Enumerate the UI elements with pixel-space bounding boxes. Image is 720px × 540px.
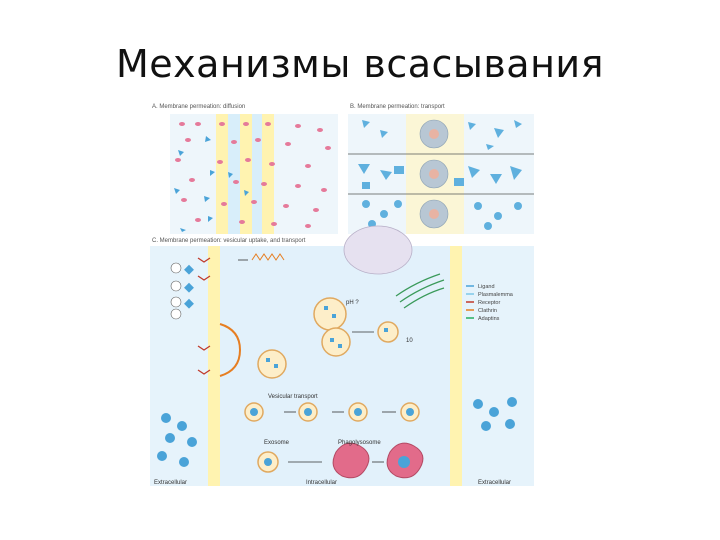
panel-b (348, 114, 534, 234)
vesicular-transport-label: Vesicular transport (268, 394, 318, 400)
panel-c-label: C. Membrane permeation: vesicular uptake… (152, 238, 306, 244)
legend-label-plasmalemma: Plasmalemma (478, 292, 514, 298)
legend: Ligand Plasmalemma Receptor Clathrin Ada… (466, 284, 514, 322)
slide-title: Механизмы всасывания (116, 42, 604, 86)
ph-label: pH ? (346, 300, 359, 306)
legend-label-ligand: Ligand (478, 284, 495, 290)
legend-label-clathrin: Clathrin (478, 308, 497, 314)
legend-label-receptor: Receptor (478, 300, 500, 306)
step-10-label: 10 (406, 338, 413, 344)
panel-a (170, 114, 338, 234)
exosome-label: Exosome (264, 440, 290, 446)
legend-label-adaptins: Adaptins (478, 316, 500, 322)
figure-illustration: Ligand Plasmalemma Receptor Clathrin Ada… (150, 114, 534, 486)
panel-a-label: A. Membrane permeation: diffusion (152, 104, 246, 110)
panel-c: Ligand Plasmalemma Receptor Clathrin Ada… (150, 225, 534, 486)
extracellular-left-label: Extracellular (154, 480, 187, 486)
intracellular-label: Intracellular (306, 480, 337, 486)
panel-b-label: B. Membrane permeation: transport (350, 104, 445, 110)
absorption-figure: Ligand Plasmalemma Receptor Clathrin Ada… (148, 100, 536, 490)
phagolysosome-label: Phagolysosome (338, 440, 381, 446)
extracellular-right-label: Extracellular (478, 480, 511, 486)
